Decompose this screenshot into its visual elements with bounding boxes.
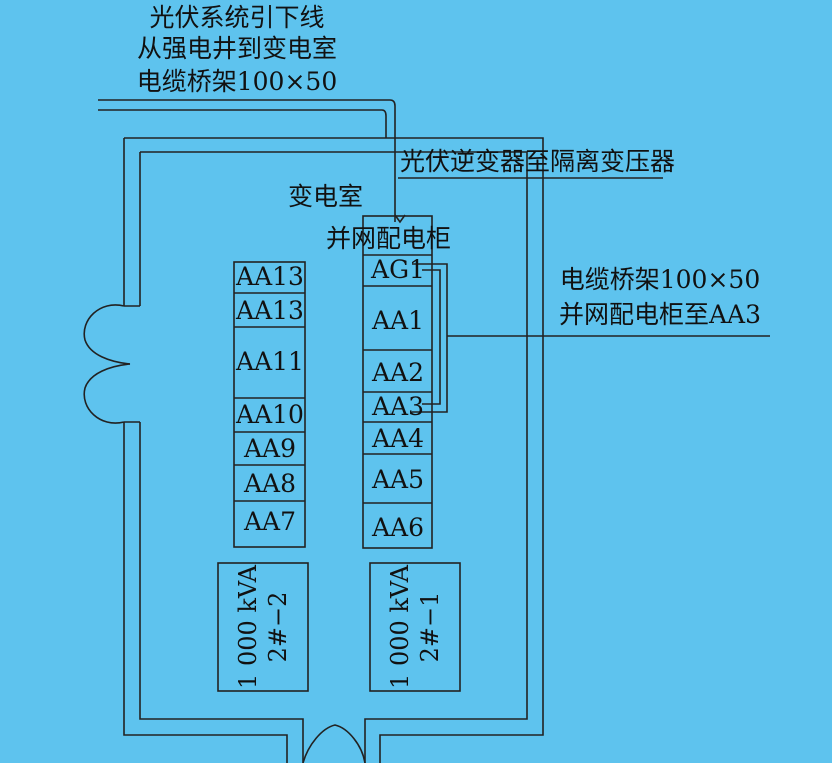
left-cabinet-label: AA8 bbox=[243, 469, 296, 498]
building-walls bbox=[123, 137, 544, 763]
transformer-2-1-box bbox=[369, 562, 461, 692]
right-cabinet-label: AA4 bbox=[371, 424, 424, 453]
left-door bbox=[83, 304, 131, 424]
left-cabinet-label: AA10 bbox=[235, 400, 304, 429]
pv-label-line3: 电缆桥架100×50 bbox=[137, 67, 337, 96]
left-cabinet-column bbox=[233, 261, 306, 548]
transformer-2-2-label: 1 000 kVA 2#−2 bbox=[234, 564, 292, 689]
aa3-cable-tray bbox=[412, 263, 770, 413]
transformer-id: 2#−1 bbox=[416, 592, 444, 663]
left-cabinet-label: AA11 bbox=[235, 347, 304, 376]
right-cabinet-label: AA6 bbox=[371, 513, 424, 542]
tray-label-line1: 电缆桥架100×50 bbox=[560, 265, 760, 294]
transformer-capacity: 1 000 kVA bbox=[386, 564, 414, 689]
right-cabinet-label: AA1 bbox=[371, 306, 424, 335]
pv-cable-tray bbox=[98, 99, 406, 224]
transformer-2-1-label: 1 000 kVA 2#−1 bbox=[386, 564, 444, 689]
grid-cabinet-label: 并网配电柜 bbox=[326, 224, 451, 253]
right-cabinet-label: AA2 bbox=[371, 358, 424, 387]
right-cabinet-label: AA3 bbox=[371, 392, 424, 421]
left-cabinet-label: AA9 bbox=[243, 434, 296, 463]
tray-label-line2: 并网配电柜至AA3 bbox=[559, 300, 761, 329]
transformer-id: 2#−2 bbox=[264, 592, 292, 663]
bottom-door bbox=[302, 724, 366, 763]
transformer-capacity: 1 000 kVA bbox=[234, 564, 262, 689]
left-cabinet-label: AA13 bbox=[235, 296, 304, 325]
transformer-2-2-box bbox=[217, 562, 309, 692]
pv-label-line2: 从强电井到变电室 bbox=[137, 34, 337, 63]
transformers bbox=[217, 562, 461, 692]
left-cabinet-label: AA7 bbox=[243, 507, 296, 536]
right-cabinet-label: AA5 bbox=[371, 465, 424, 494]
grid-cabinet-column bbox=[362, 215, 433, 549]
inverter-label: 光伏逆变器至隔离变压器 bbox=[400, 147, 675, 176]
substation-label: 变电室 bbox=[288, 182, 363, 211]
right-cabinet-label: AG1 bbox=[370, 255, 425, 284]
left-cabinet-label: AA13 bbox=[235, 262, 304, 291]
pv-label-line1: 光伏系统引下线 bbox=[149, 3, 324, 32]
